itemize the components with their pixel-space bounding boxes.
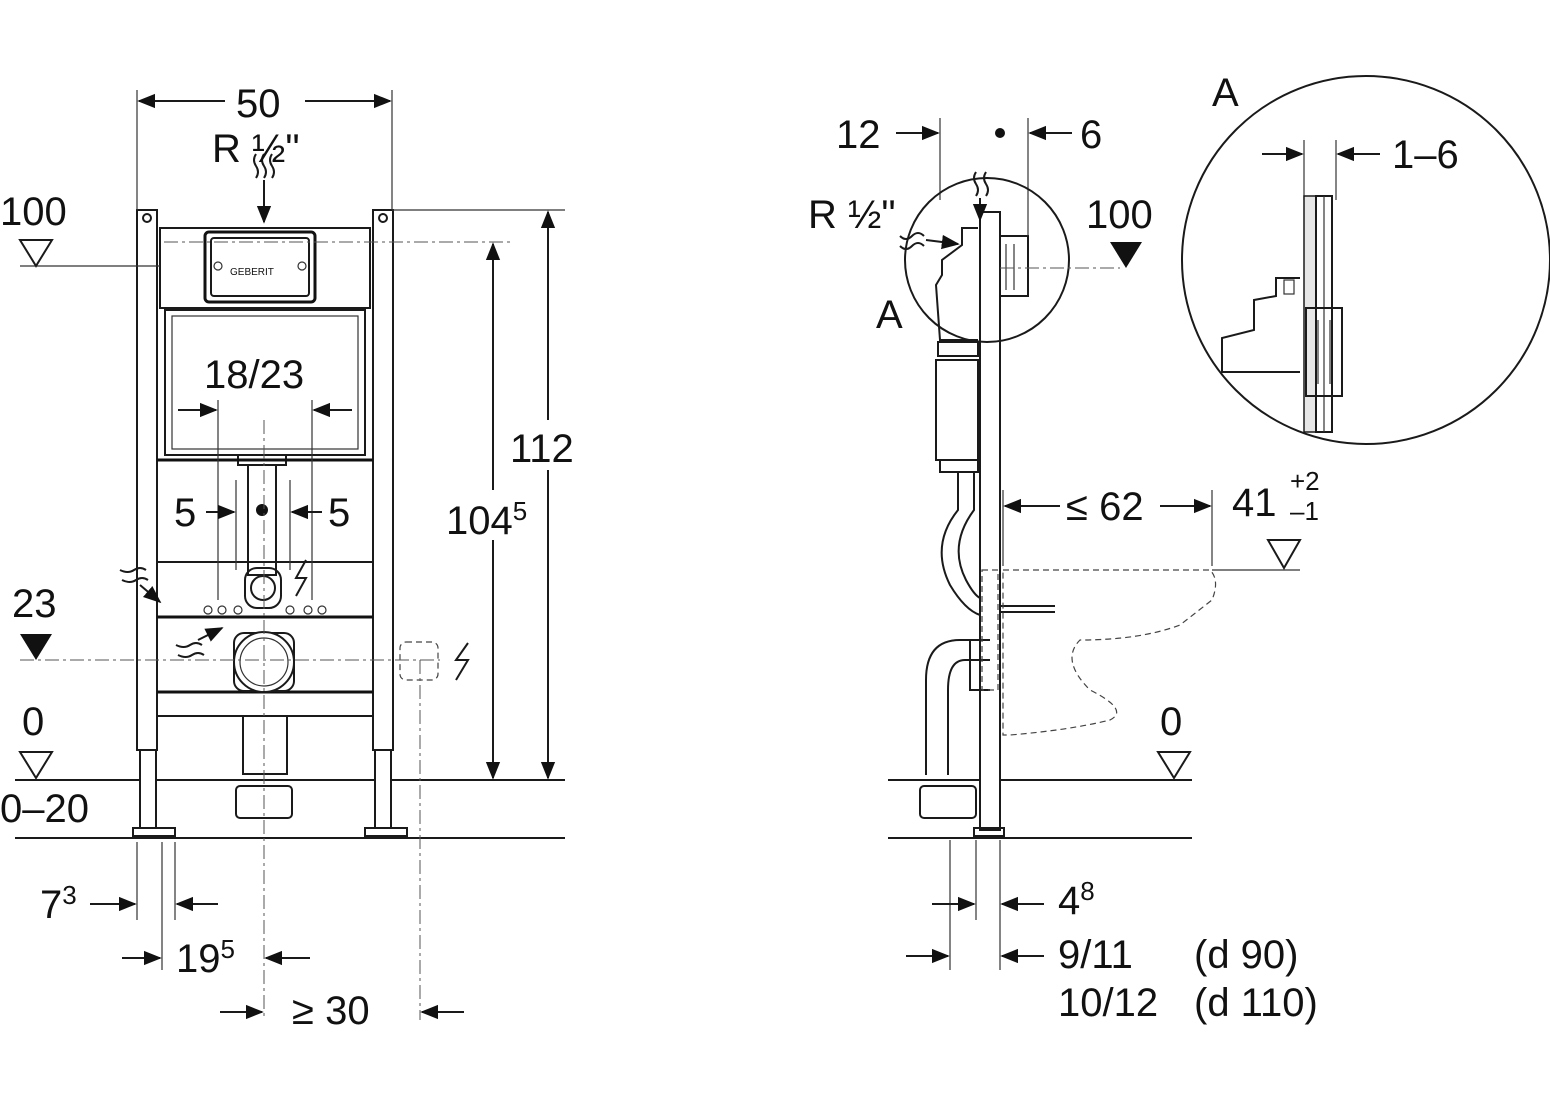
cistern: GEBERIT xyxy=(159,227,371,456)
dim-height-frame: 1045 xyxy=(446,496,527,543)
side-flush-bend xyxy=(940,472,1055,616)
water-inlet-symbols xyxy=(119,153,275,658)
side-level-100: 100 xyxy=(1086,193,1153,237)
dim-foot-offset: 73 xyxy=(40,880,77,927)
toilet-bowl-outline xyxy=(1002,569,1217,736)
dim-side-min: ≥ 30 xyxy=(292,989,370,1033)
dim-projection: ≤ 62 xyxy=(1066,485,1144,529)
dim-depth-d90-note: (d 90) xyxy=(1194,933,1299,977)
flush-bend xyxy=(203,567,327,615)
detail-label: A xyxy=(1212,71,1239,115)
front-view: GEBERIT xyxy=(0,82,574,1033)
dim-side-6: 6 xyxy=(1080,113,1102,157)
dim-offset-left: 5 xyxy=(174,491,196,535)
dim-center-offset: 195 xyxy=(176,934,235,981)
flush-pipe xyxy=(237,454,287,576)
dim-bowl-tol-minus: –1 xyxy=(1290,496,1319,526)
dim-bowl-height: 41 xyxy=(1232,481,1277,525)
detail-thickness: 1–6 xyxy=(1392,133,1459,177)
front-level-0: 0 xyxy=(22,700,44,744)
front-connection-label: R ½" xyxy=(212,127,300,171)
front-level-100: 100 xyxy=(0,190,67,234)
left-frame-post xyxy=(132,209,176,837)
dim-depth-d110-note: (d 110) xyxy=(1194,981,1318,1025)
dim-depth-d90: 9/11 xyxy=(1058,933,1133,977)
svg-text:GEBERIT: GEBERIT xyxy=(230,267,274,278)
dim-depth-d110: 10/12 xyxy=(1058,981,1158,1025)
electrical-box xyxy=(294,559,470,681)
dim-offset-right: 5 xyxy=(328,491,350,535)
side-cistern xyxy=(934,227,979,473)
dim-side-12: 12 xyxy=(836,113,881,157)
side-detail-label: A xyxy=(876,293,903,337)
front-level-23: 23 xyxy=(12,582,57,626)
dim-bowl-tol-plus: +2 xyxy=(1290,466,1320,496)
drain-connection xyxy=(233,420,295,1020)
side-frame-post xyxy=(973,211,1029,837)
front-floor-range: 0–20 xyxy=(0,787,89,831)
side-connection-label: R ½" xyxy=(808,193,896,237)
side-drain-bend xyxy=(919,569,999,819)
detail-a: A 1–6 xyxy=(1181,71,1550,445)
dim-width: 50 xyxy=(236,82,281,126)
side-view: 12 6 R ½" A 100 ≤ 62 41 +2 –1 xyxy=(808,113,1320,1025)
dim-depth-4: 48 xyxy=(1058,876,1095,923)
dim-height-total: 112 xyxy=(510,427,574,471)
dim-plate-height: 18/23 xyxy=(204,353,304,397)
side-level-0: 0 xyxy=(1160,700,1182,744)
right-frame-post xyxy=(364,209,408,837)
